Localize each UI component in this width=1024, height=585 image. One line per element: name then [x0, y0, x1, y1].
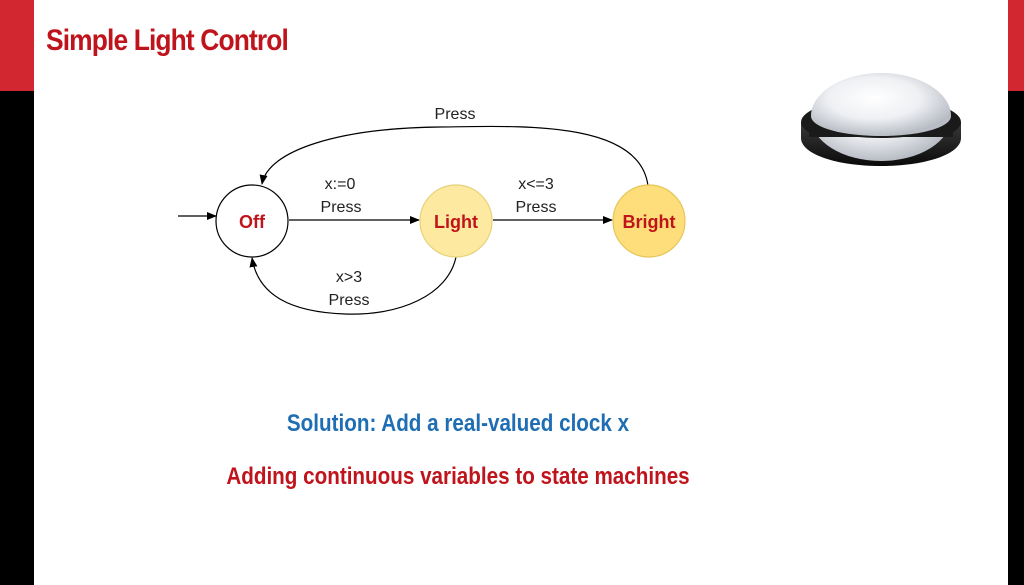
- right-frame-bar: [1008, 91, 1024, 585]
- edge-label-bottom-guard: x>3: [336, 269, 362, 286]
- push-lamp-icon: [801, 73, 961, 166]
- state-light-label: Light: [434, 212, 478, 232]
- state-light-circle: [419, 184, 493, 258]
- state-off-circle: [215, 184, 289, 258]
- state-bright-label: Bright: [623, 212, 676, 232]
- left-accent-bar: [0, 0, 34, 91]
- state-off: Off: [215, 184, 289, 258]
- transition-bright-to-off: [259, 125, 649, 187]
- edge-label-light-bright-guard: x<=3: [518, 176, 554, 193]
- slide-title: Simple Light Control: [46, 24, 289, 57]
- edge-label-top-event: Press: [435, 106, 476, 123]
- edge-label-bottom-event: Press: [329, 292, 370, 309]
- right-accent-bar: [1008, 0, 1024, 91]
- edge-label-off-light-guard: x:=0: [325, 176, 356, 193]
- state-bright: Bright: [612, 184, 686, 258]
- state-off-label: Off: [239, 212, 266, 232]
- subtitle-text: Adding continuous variables to state mac…: [226, 463, 690, 490]
- state-light: Light: [419, 184, 493, 258]
- edge-label-light-bright-event: Press: [516, 199, 557, 216]
- left-frame-bar: [0, 91, 34, 585]
- transition-light-to-off-bottom: [249, 256, 457, 315]
- solution-text: Solution: Add a real-valued clock x: [286, 410, 630, 437]
- state-bright-circle: [612, 184, 686, 258]
- edge-label-off-light-event: Press: [321, 199, 362, 216]
